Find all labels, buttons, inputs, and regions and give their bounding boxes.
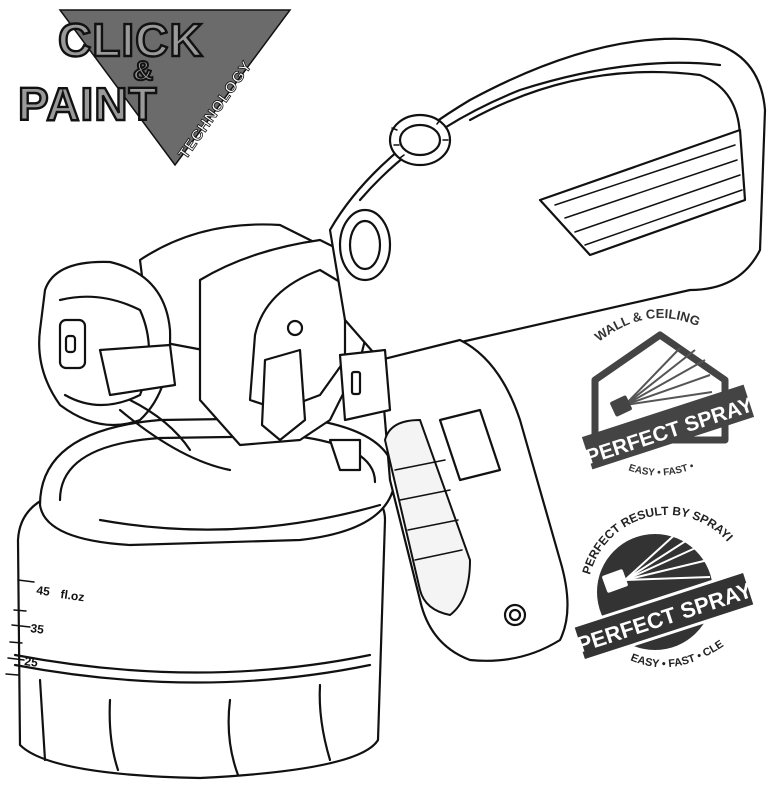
badge-wall-rays [624,347,713,406]
logo-triangle [58,9,292,167]
badge-wall-gun-icon [610,395,632,417]
badge-wall-arc-text: WALL & CEILING [592,306,703,344]
click-and-paint-logo: CLICK & PAINT TECHNOLOGY [17,9,292,167]
motor-housing [328,37,767,662]
logo-word-click: CLICK [58,14,204,66]
badge-wall-banner [581,384,755,470]
logo-word-paint: PAINT [18,78,158,130]
container-level-marks: 45 fl.oz 35 25 [5,579,86,676]
level-mark-25: 25 [24,654,39,670]
badge-round-banner [570,569,758,663]
pressure-dial [388,113,452,167]
logo-ampersand: & [133,55,153,86]
level-mark-35: 35 [30,621,45,637]
badge-round-rays [624,529,711,581]
level-unit: fl.oz [60,587,86,604]
sprayer-body [198,238,372,472]
level-mark-45: 45 [36,583,51,599]
badge-round-gun-icon [602,569,628,593]
paint-container: 45 fl.oz 35 25 [5,416,397,780]
